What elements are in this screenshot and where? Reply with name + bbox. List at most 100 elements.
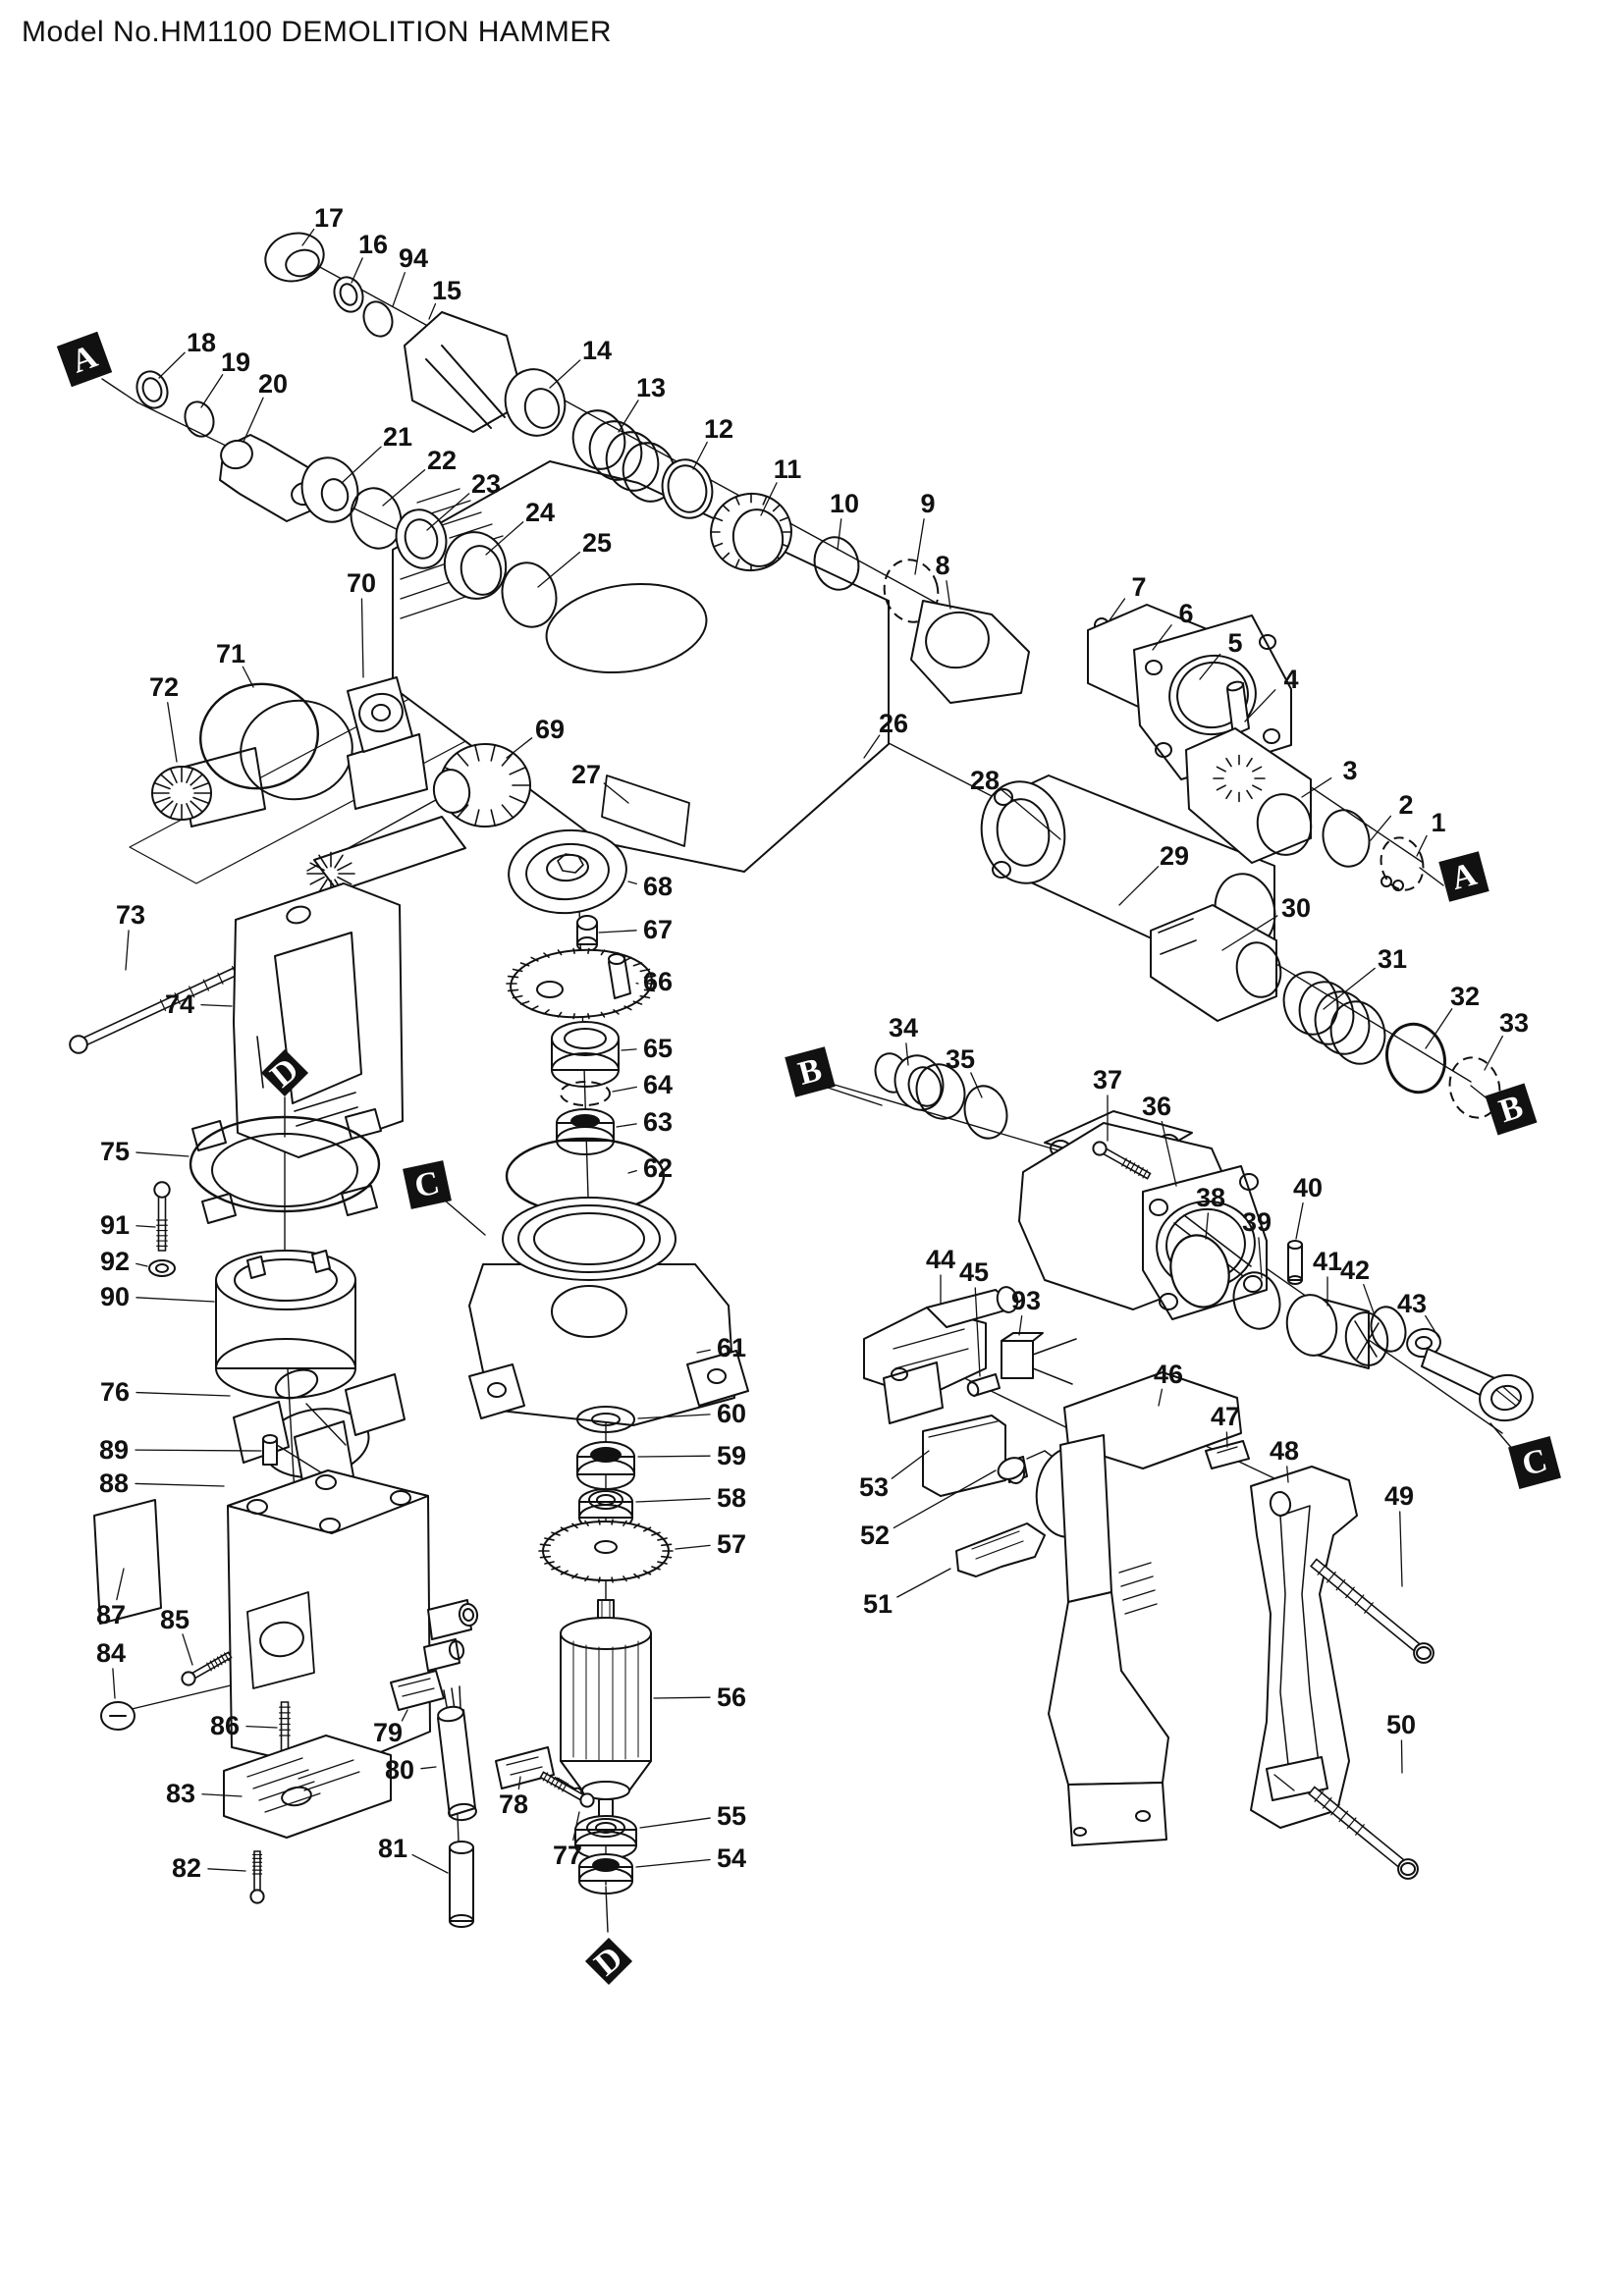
part-detail-line [441, 345, 506, 418]
part-teeth-line [189, 774, 204, 786]
leader-line [1286, 1466, 1289, 1483]
part-teeth-line [722, 504, 731, 512]
part-outline [1067, 1782, 1167, 1846]
leader-line [201, 1793, 243, 1797]
part-ellipse [264, 232, 325, 283]
part-detail-line [1122, 1589, 1156, 1601]
part-teeth-line [713, 516, 724, 522]
leader-line [125, 930, 130, 971]
part-ellipse [1176, 661, 1249, 729]
part-teeth-line [598, 1519, 601, 1525]
part-teeth-line [490, 743, 497, 762]
part-ellipse [576, 1406, 635, 1433]
part-ellipse [198, 682, 320, 790]
part-label-23: 23 [471, 469, 501, 499]
part-label-47: 47 [1211, 1402, 1240, 1431]
leader-line [1152, 624, 1172, 651]
leader-line [135, 1225, 156, 1228]
bolt-head [181, 1671, 196, 1686]
part-ellipse [594, 1540, 618, 1554]
part-teeth-line [643, 975, 656, 979]
part-outline [601, 774, 690, 847]
part-ellipse [315, 1474, 337, 1490]
marker-leader-line [443, 1199, 486, 1236]
part-ellipse [560, 1081, 611, 1106]
bolt-head [249, 1889, 265, 1904]
part-ellipse [551, 1285, 627, 1338]
part-detail-line [305, 1403, 347, 1446]
part-label-53: 53 [859, 1472, 889, 1502]
bolt-thread [209, 1660, 216, 1670]
part-teeth-line [544, 1561, 555, 1565]
part-detail-line [1032, 1367, 1073, 1385]
part-spring-coil [571, 409, 626, 470]
section-marker-box [1438, 851, 1489, 902]
bolt-thread [1355, 1824, 1365, 1836]
leader-line [301, 228, 315, 246]
leader-line [896, 1568, 951, 1598]
part-teeth-line [337, 862, 352, 872]
part-teeth-line [734, 559, 740, 568]
part-ellipse [246, 1499, 268, 1515]
leader-line [635, 1858, 711, 1868]
part-teeth-line [657, 1537, 668, 1541]
bolt-thread [554, 1779, 560, 1789]
part-label-36: 36 [1142, 1092, 1171, 1121]
part-ellipse [523, 388, 561, 429]
part-label-69: 69 [535, 715, 565, 744]
leader-line [1221, 915, 1278, 951]
part-label-1: 1 [1431, 808, 1445, 837]
leader-line [1425, 1314, 1439, 1338]
part-teeth-line [1246, 757, 1253, 768]
leader-line [242, 666, 254, 688]
part-label-26: 26 [879, 709, 908, 738]
section-marker-box [1485, 1083, 1538, 1136]
leader-line [760, 482, 778, 516]
leader-line [200, 374, 224, 408]
part-ellipse [608, 953, 625, 965]
part-label-38: 38 [1196, 1183, 1225, 1212]
part-ellipse [542, 1521, 670, 1581]
part-teeth-line [598, 1576, 601, 1583]
part-teeth-line [519, 1000, 530, 1005]
part-ellipse [1159, 1293, 1178, 1310]
part-teeth-line [557, 1011, 563, 1018]
leader-line [905, 1042, 909, 1066]
part-label-75: 75 [100, 1137, 130, 1166]
bolt-thread [1129, 1162, 1136, 1172]
part-ellipse [184, 400, 215, 438]
part-detail-line [256, 1036, 264, 1089]
part-ellipse [992, 861, 1011, 879]
leader-line [1484, 1035, 1503, 1071]
leader-line [621, 1048, 637, 1051]
part-label-65: 65 [643, 1034, 673, 1063]
part-ellipse [504, 368, 567, 437]
part-label-87: 87 [96, 1600, 126, 1629]
section-marker-a: A [56, 331, 113, 388]
part-detail-line [893, 1328, 965, 1350]
part-teeth-line [473, 809, 480, 828]
part-label-73: 73 [116, 900, 145, 930]
leader-line [401, 1709, 408, 1722]
part-teeth-line [571, 1522, 578, 1529]
part-label-25: 25 [582, 528, 612, 558]
leader-line [207, 1868, 246, 1872]
part-teeth-line [153, 796, 171, 805]
part-label-24: 24 [525, 498, 555, 527]
part-ellipse [1149, 1199, 1168, 1216]
part-teeth-line [507, 975, 519, 979]
part-teeth-line [623, 1520, 627, 1526]
part-teeth-line [643, 988, 656, 992]
part-label-77: 77 [553, 1841, 582, 1870]
part-teeth-line [600, 949, 606, 956]
part-detail-line [1158, 918, 1194, 934]
part-teeth-line [657, 1561, 668, 1565]
leader-line [360, 598, 364, 678]
part-teeth-line [507, 988, 519, 992]
leader-line [158, 351, 186, 379]
part-label-91: 91 [100, 1210, 130, 1240]
part-teeth-line [571, 1573, 578, 1579]
part-detail-line [294, 1092, 356, 1112]
part-outline [1185, 727, 1312, 864]
leader-line [517, 1776, 521, 1790]
